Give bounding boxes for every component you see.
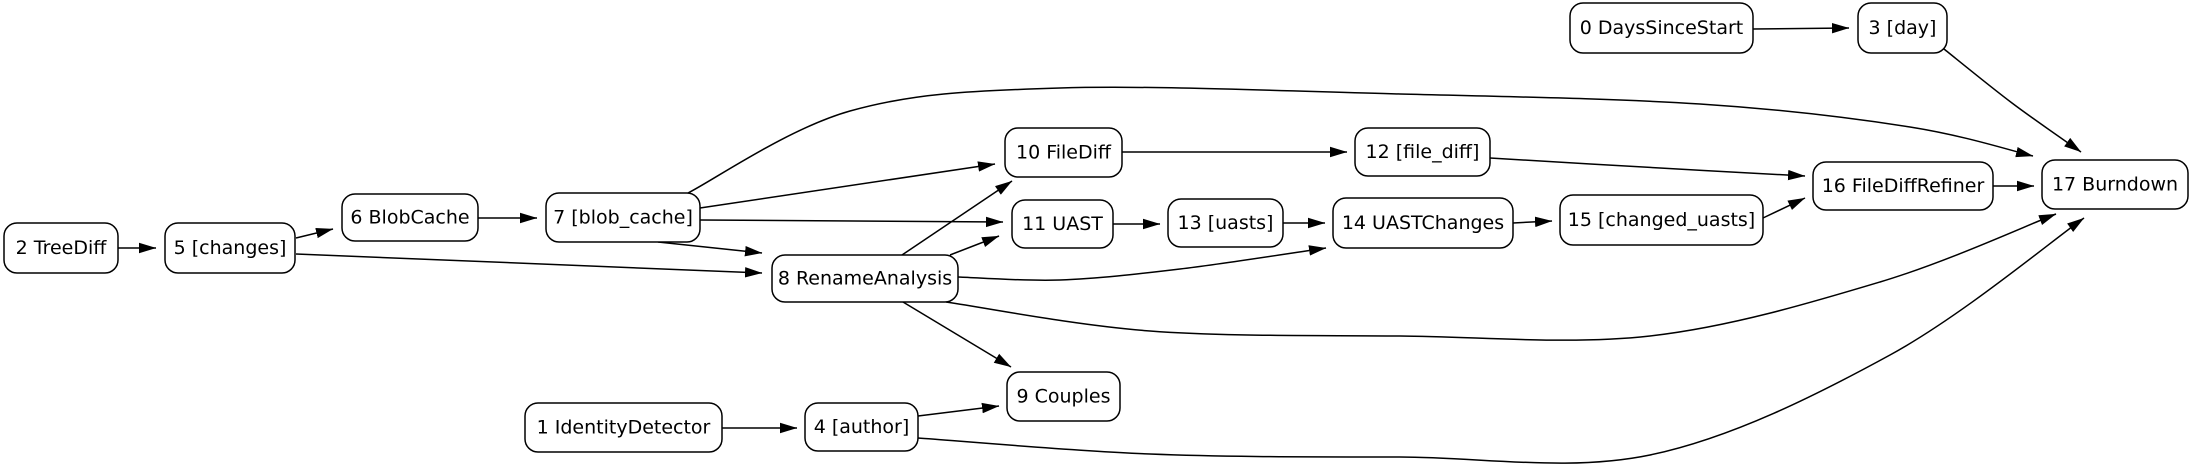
node-label-16-filediffrefiner: 16 FileDiffRefiner (1822, 175, 1985, 197)
node-0-dayssincestart: 0 DaysSinceStart (1569, 2, 1754, 54)
edge-8-to-14 (957, 245, 1327, 282)
node-8-renameanalysis: 8 RenameAnalysis (771, 254, 959, 303)
node-label-7-blob-cache: 7 [blob_cache] (553, 207, 693, 229)
edge-15-to-16 (1762, 197, 1806, 219)
node-box-4-author (804, 402, 919, 452)
node-label-1-identitydetector: 1 IdentityDetector (537, 417, 711, 439)
node-label-15-changed-uasts: 15 [changed_uasts] (1568, 209, 1755, 231)
node-box-3-day (1857, 2, 1948, 54)
node-box-15-changed-uasts (1559, 194, 1764, 246)
node-2-treediff: 2 TreeDiff (3, 222, 119, 274)
node-17-burndown: 17 Burndown (2041, 159, 2189, 210)
edges-layer (118, 22, 2085, 464)
edge-7-to-11 (699, 216, 1004, 228)
node-4-author: 4 [author] (804, 402, 919, 452)
edge-4-to-9 (917, 402, 1000, 417)
node-14-uastchanges: 14 UASTChanges (1332, 197, 1514, 249)
edge-0-to-3 (1752, 22, 1850, 34)
node-box-1-identitydetector (524, 402, 723, 453)
node-box-11-uast (1011, 199, 1114, 249)
edge-7-to-10 (699, 161, 996, 209)
node-13-uasts: 13 [uasts] (1167, 198, 1284, 248)
node-16-filediffrefiner: 16 FileDiffRefiner (1812, 161, 1994, 211)
node-box-5-changes (164, 222, 296, 274)
node-box-6-blobcache (341, 193, 479, 242)
edge-7-to-17 (687, 86, 2034, 194)
node-6-blobcache: 6 BlobCache (341, 193, 479, 242)
node-box-12-file-diff (1354, 127, 1491, 177)
node-15-changed-uasts: 15 [changed_uasts] (1559, 194, 1764, 246)
edge-8-to-10 (901, 180, 1013, 256)
node-9-couples: 9 Couples (1006, 371, 1121, 422)
node-box-9-couples (1006, 371, 1121, 422)
node-label-8-renameanalysis: 8 RenameAnalysis (778, 268, 952, 290)
node-box-14-uastchanges (1332, 197, 1514, 249)
edge-7-to-8 (657, 241, 763, 257)
node-5-changes: 5 [changes] (164, 222, 296, 274)
node-label-0-dayssincestart: 0 DaysSinceStart (1580, 17, 1743, 39)
node-box-10-filediff (1004, 127, 1123, 178)
node-label-6-blobcache: 6 BlobCache (350, 207, 469, 229)
node-label-13-uasts: 13 [uasts] (1178, 212, 1274, 234)
nodes-layer: 0 DaysSinceStart 1 IdentityDetector 2 Tree… (3, 2, 2189, 453)
node-label-4-author: 4 [author] (814, 416, 910, 438)
edge-12-to-16 (1489, 157, 1806, 181)
node-label-11-uast: 11 UAST (1022, 213, 1103, 235)
edge-8-to-11 (949, 235, 1000, 256)
node-box-0-dayssincestart (1569, 2, 1754, 54)
node-box-2-treediff (3, 222, 119, 274)
node-box-17-burndown (2041, 159, 2189, 210)
node-12-file-diff: 12 [file_diff] (1354, 127, 1491, 177)
node-box-16-filediffrefiner (1812, 161, 1994, 211)
node-7-blob-cache: 7 [blob_cache] (545, 192, 701, 243)
node-label-3-day: 3 [day] (1869, 17, 1937, 39)
edge-5-to-8 (295, 253, 763, 278)
node-1-identitydetector: 1 IdentityDetector (524, 402, 723, 453)
node-box-8-renameanalysis (771, 254, 959, 303)
edge-4-to-17 (917, 217, 2085, 464)
node-label-9-couples: 9 Couples (1017, 386, 1111, 408)
edge-14-to-15 (1512, 216, 1553, 228)
node-box-13-uasts (1167, 198, 1284, 248)
node-label-5-changes: 5 [changes] (174, 237, 287, 259)
edge-5-to-6 (295, 227, 334, 239)
node-label-14-uastchanges: 14 UASTChanges (1342, 212, 1504, 234)
node-11-uast: 11 UAST (1011, 199, 1114, 249)
node-10-filediff: 10 FileDiff (1004, 127, 1123, 178)
node-label-17-burndown: 17 Burndown (2052, 174, 2178, 196)
node-label-10-filediff: 10 FileDiff (1016, 142, 1112, 164)
edge-8-to-9 (902, 301, 1012, 368)
node-box-7-blob-cache (545, 192, 701, 243)
node-label-12-file-diff: 12 [file_diff] (1366, 141, 1480, 163)
edge-8-to-17 (945, 213, 2057, 341)
edge-3-to-17 (1943, 48, 2082, 153)
node-label-2-treediff: 2 TreeDiff (16, 237, 108, 259)
node-3-day: 3 [day] (1857, 2, 1948, 54)
